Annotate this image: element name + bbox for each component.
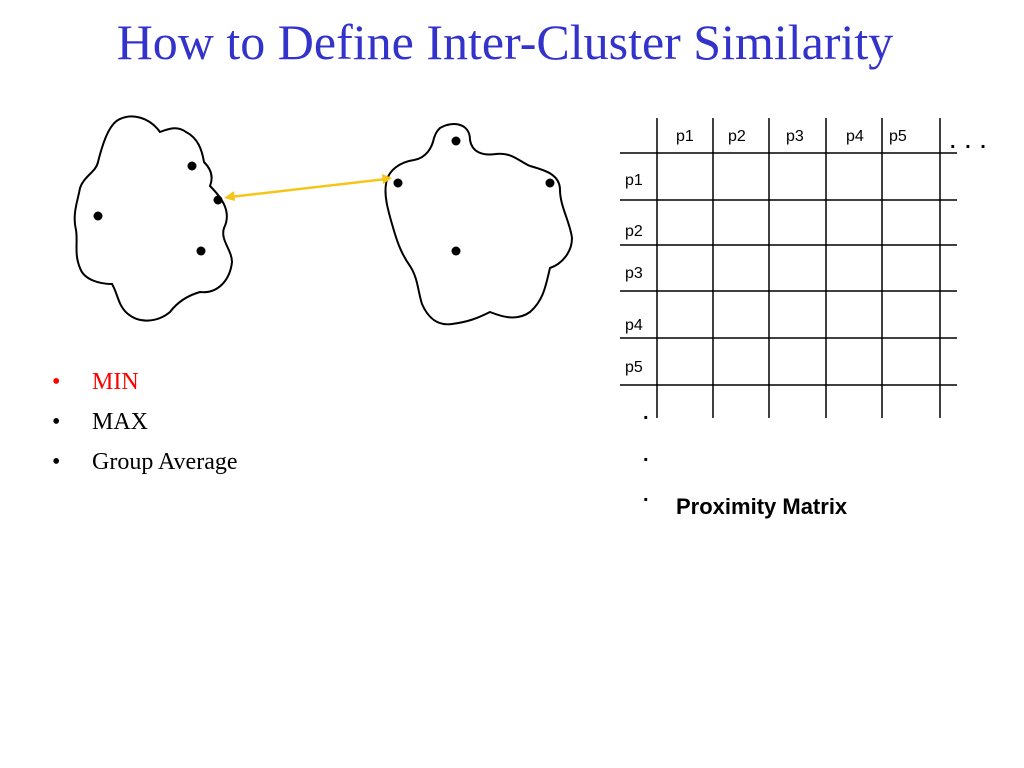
matrix-row-label: p1	[625, 172, 643, 189]
matrix-caption: Proximity Matrix	[676, 494, 848, 519]
point	[213, 195, 223, 205]
bullet-text: MIN	[92, 369, 139, 395]
point	[545, 178, 555, 188]
matrix-row-ellipsis: .	[643, 484, 649, 506]
point	[451, 246, 461, 256]
slide-title: How to Define Inter-Cluster Similarity	[116, 14, 894, 70]
point	[451, 136, 461, 146]
matrix-row-label: p4	[625, 317, 643, 334]
similarity-methods-list: • MIN • MAX • Group Average	[52, 365, 238, 485]
point	[187, 161, 197, 171]
matrix-col-ellipsis: . . .	[950, 131, 988, 153]
bullet-group-average: • Group Average	[52, 445, 238, 485]
point	[393, 178, 403, 188]
right-cluster-outline	[384, 123, 574, 326]
matrix-row-ellipsis: .	[643, 402, 649, 424]
matrix-col-label: p5	[889, 128, 907, 145]
bullet-min: • MIN	[52, 365, 238, 405]
bullet-max: • MAX	[52, 405, 238, 445]
bullet-dot: •	[52, 409, 61, 435]
matrix-row-label: p5	[625, 359, 643, 376]
point	[196, 246, 206, 256]
proximity-matrix-grid	[620, 118, 957, 418]
point	[93, 211, 103, 221]
bullet-dot: •	[52, 369, 61, 395]
left-cluster-outline	[73, 115, 234, 322]
matrix-row-label: p2	[625, 223, 643, 240]
bullet-text: Group Average	[92, 449, 238, 475]
min-distance-arrow	[224, 174, 392, 201]
matrix-col-label: p4	[846, 128, 864, 145]
matrix-col-label: p2	[728, 128, 746, 145]
bullet-text: MAX	[92, 409, 149, 435]
matrix-col-label: p1	[676, 128, 694, 145]
matrix-row-label: p3	[625, 265, 643, 282]
matrix-row-ellipsis: .	[643, 444, 649, 466]
bullet-dot: •	[52, 449, 61, 475]
matrix-col-label: p3	[786, 128, 804, 145]
